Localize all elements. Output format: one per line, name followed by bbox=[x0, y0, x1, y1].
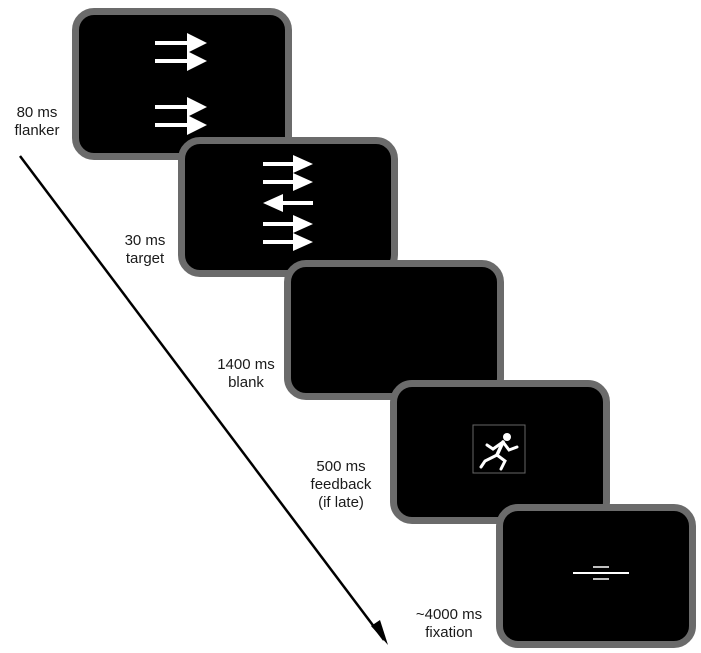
duration-feedback: 500 ms bbox=[316, 458, 366, 475]
flanker-screen bbox=[72, 8, 292, 160]
runner-icon bbox=[472, 424, 526, 474]
label-blank: 1400 ms blank bbox=[208, 356, 284, 392]
fixation-mark-icon bbox=[573, 566, 629, 580]
event-name-flanker: flanker bbox=[14, 122, 60, 139]
label-feedback: 500 ms feedback (if late) bbox=[300, 458, 382, 512]
duration-fixation: ~4000 ms bbox=[415, 606, 483, 623]
target-arrows-icon bbox=[263, 155, 313, 251]
duration-blank: 1400 ms bbox=[217, 356, 275, 373]
event-name-fixation: fixation bbox=[425, 624, 473, 641]
feedback-screen bbox=[390, 380, 610, 524]
label-fixation: ~4000 ms fixation bbox=[402, 606, 496, 642]
event-name-target: target bbox=[125, 250, 165, 267]
fixation-screen bbox=[496, 504, 696, 648]
duration-flanker: 80 ms bbox=[16, 104, 58, 121]
flanker-arrows-icon bbox=[155, 33, 207, 135]
blank-screen bbox=[284, 260, 504, 400]
event-name-feedback: feedback bbox=[310, 476, 372, 493]
target-screen bbox=[178, 137, 398, 277]
event-name-blank: blank bbox=[228, 374, 264, 391]
label-flanker: 80 ms flanker bbox=[4, 104, 70, 140]
note-feedback: (if late) bbox=[318, 494, 364, 511]
label-target: 30 ms target bbox=[112, 232, 178, 268]
duration-target: 30 ms bbox=[124, 232, 166, 249]
